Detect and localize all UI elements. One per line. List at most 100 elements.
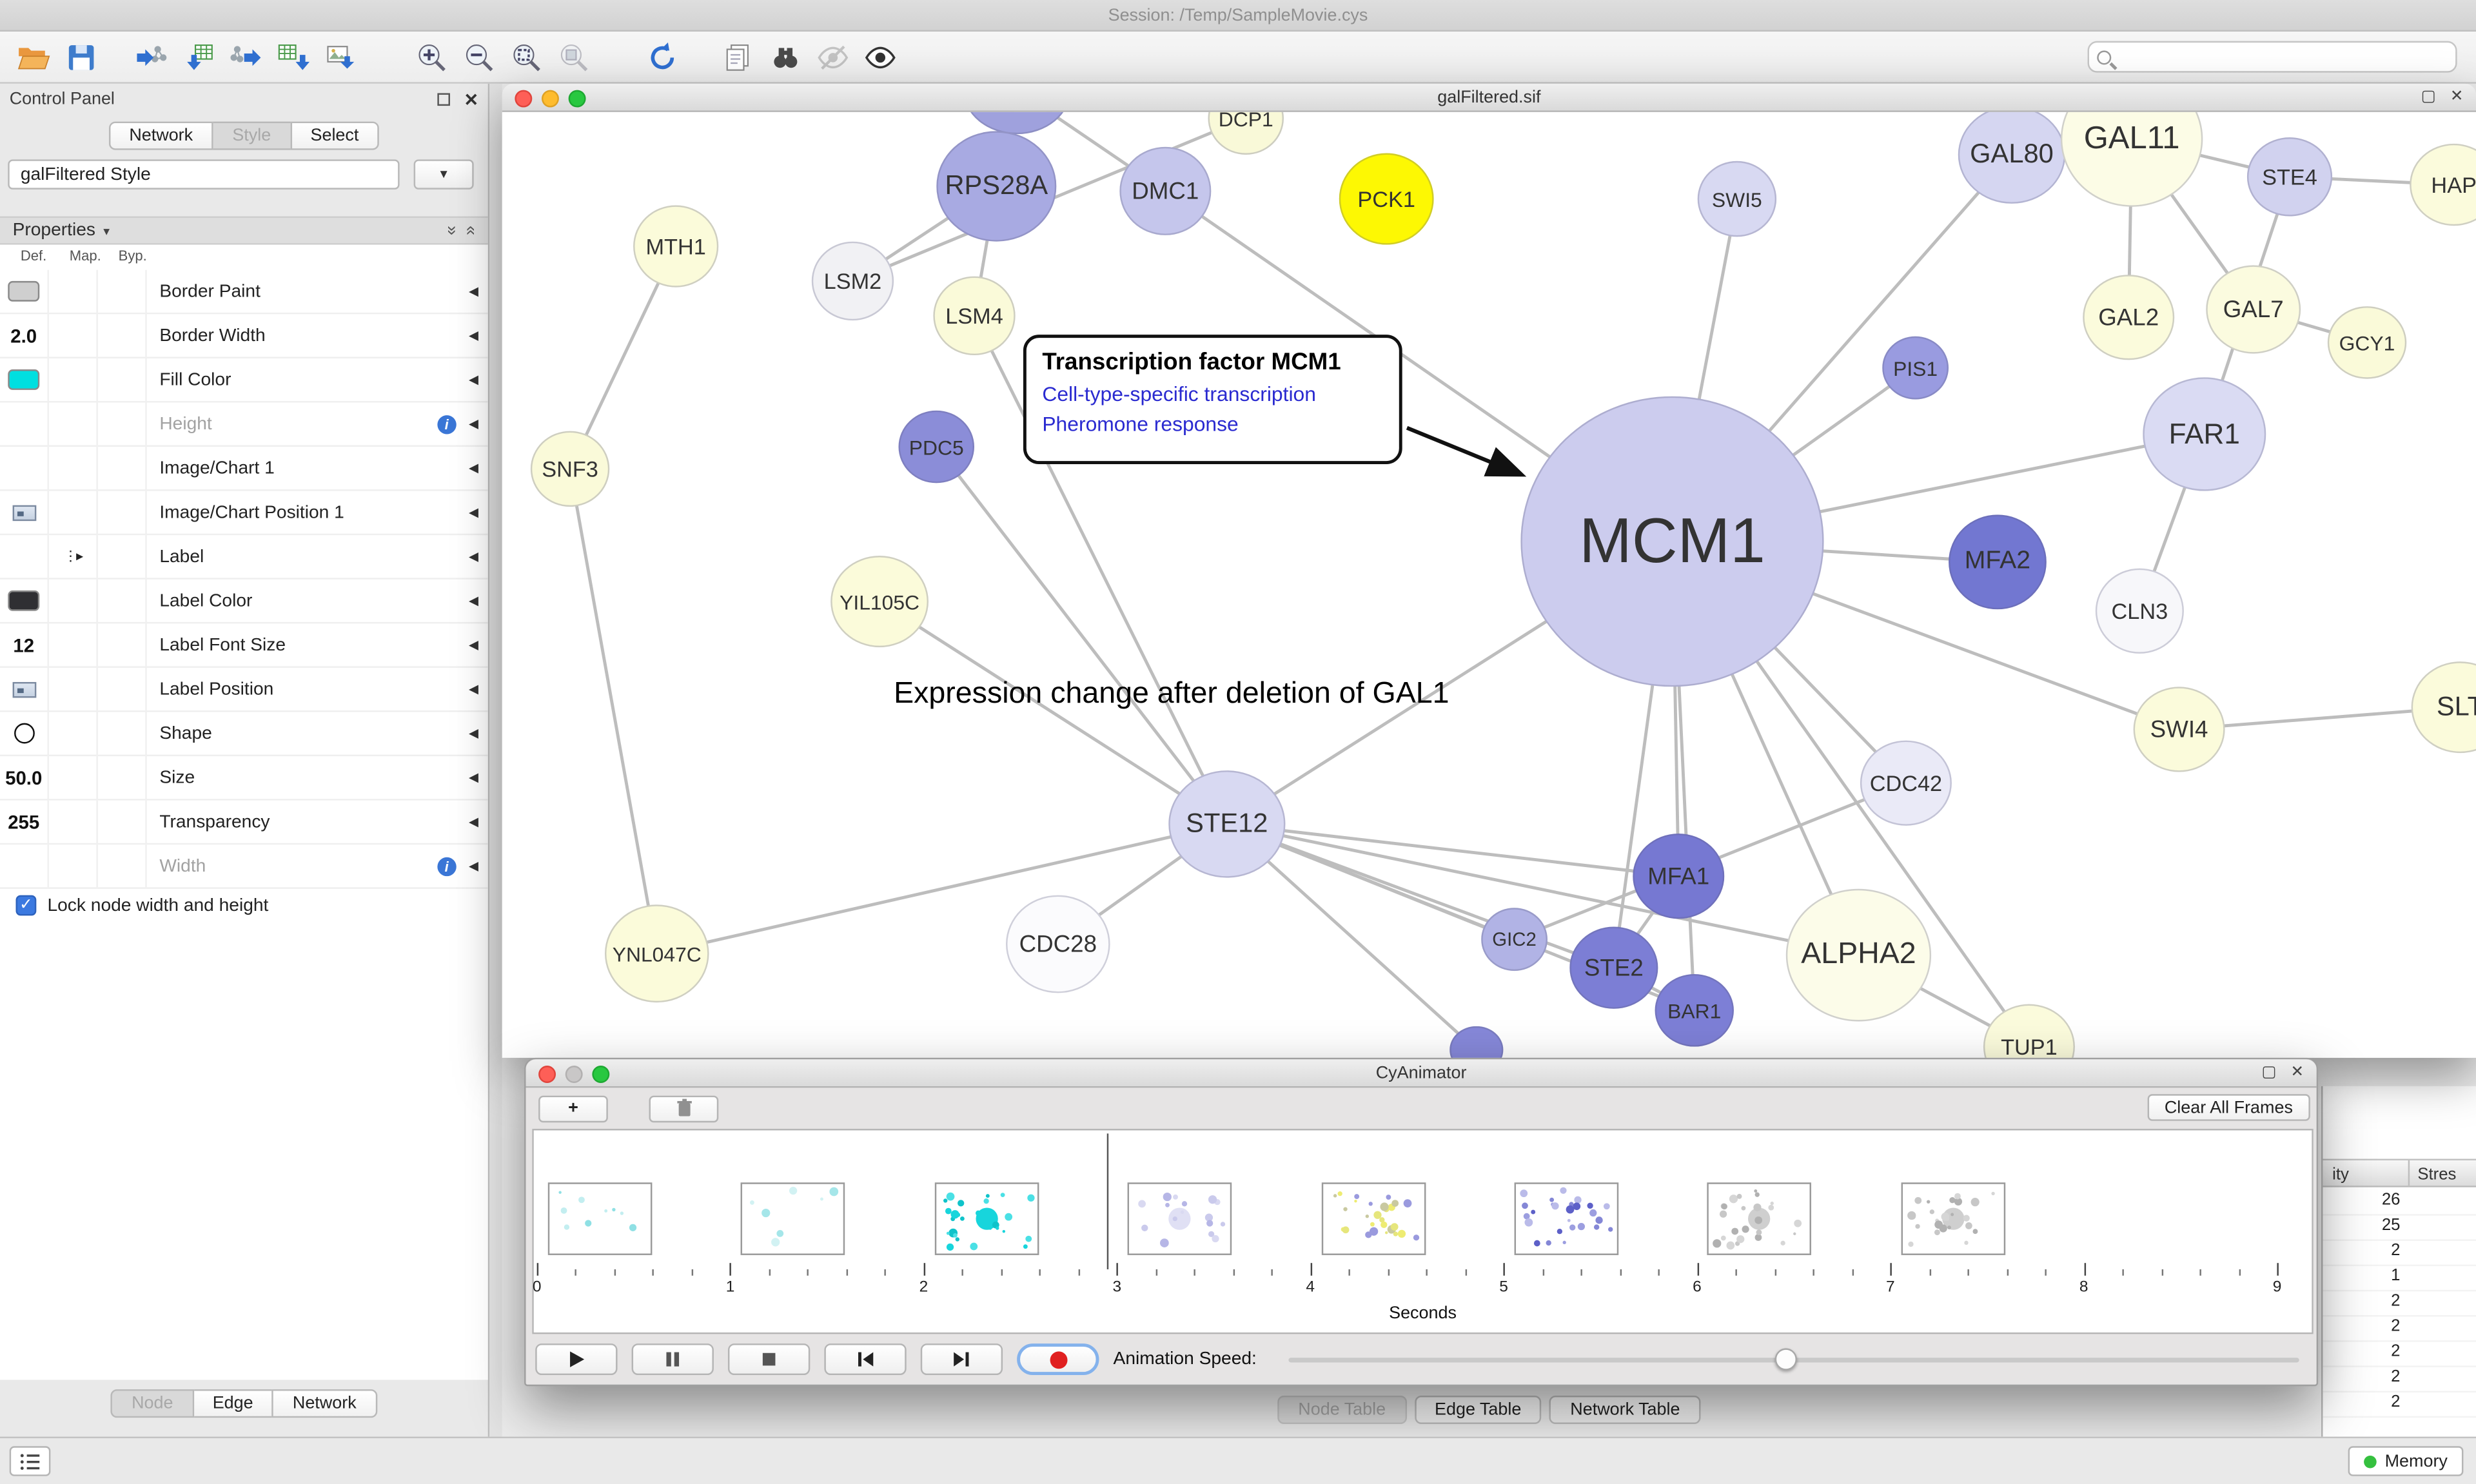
close-panel-icon[interactable]: ✕ [464, 90, 479, 110]
add-frame-button[interactable]: + [538, 1095, 608, 1122]
network-node-mfa2[interactable]: MFA2 [1949, 514, 2047, 610]
network-node-rps28a[interactable]: RPS28A [936, 131, 1057, 242]
expand-arrow-icon[interactable]: ◀ [468, 372, 479, 387]
network-node-bar1[interactable]: BAR1 [1655, 974, 1734, 1047]
close-window-icon[interactable] [515, 90, 533, 108]
close-window-icon[interactable] [538, 1066, 556, 1084]
expand-arrow-icon[interactable]: ◀ [468, 461, 479, 476]
detach-window-icon[interactable]: ▢ [2421, 88, 2436, 106]
info-icon[interactable]: i [437, 414, 457, 434]
network-node-pis1[interactable]: PIS1 [1882, 336, 1949, 400]
property-row-border-paint[interactable]: Border Paint◀ [0, 269, 488, 315]
record-button[interactable] [1017, 1343, 1099, 1376]
duplicate-view-icon[interactable] [714, 36, 761, 77]
first-neighbors-icon[interactable] [761, 36, 808, 77]
table-cell[interactable]: 26 [2323, 1191, 2476, 1216]
network-node-dcp1[interactable]: DCP1 [1208, 112, 1284, 155]
expand-arrow-icon[interactable]: ◀ [468, 638, 479, 652]
expand-arrow-icon[interactable]: ◀ [468, 328, 479, 343]
checkbox-checked-icon[interactable]: ✓ [15, 895, 37, 916]
zoom-selected-icon[interactable] [549, 36, 596, 77]
import-table-icon[interactable] [173, 36, 221, 77]
network-node-swi5[interactable]: SWI5 [1697, 161, 1777, 237]
minimize-window-icon[interactable] [565, 1066, 583, 1084]
property-row-label[interactable]: ⋮▸Label◀ [0, 534, 488, 580]
pause-button[interactable] [631, 1343, 714, 1376]
network-node-hap[interactable]: HAP [2410, 143, 2476, 226]
network-node-snf3[interactable]: SNF3 [530, 431, 610, 507]
export-image-icon[interactable] [316, 36, 363, 77]
tab-network-style[interactable]: Network [272, 1389, 377, 1418]
show-all-icon[interactable] [856, 36, 903, 77]
fit-content-icon[interactable] [502, 36, 549, 77]
property-row-image-chart-position-1[interactable]: Image/Chart Position 1◀ [0, 490, 488, 536]
network-canvas[interactable]: Transcription factor MCM1 Cell-type-spec… [502, 112, 2476, 1058]
network-node-tup1[interactable]: TUP1 [1983, 1004, 2075, 1058]
network-node-alpha2[interactable]: ALPHA2 [1785, 888, 1932, 1022]
clear-all-frames-button[interactable]: Clear All Frames [2147, 1094, 2310, 1121]
network-node-pdc5[interactable]: PDC5 [898, 410, 975, 483]
last-frame-button[interactable] [920, 1343, 1003, 1376]
frame-thumbnail-1[interactable] [741, 1182, 846, 1255]
table-cell[interactable]: 2 [2323, 1241, 2476, 1267]
table-header-row[interactable]: ity Stres [2323, 1158, 2476, 1187]
table-cell[interactable]: 2 [2323, 1342, 2476, 1367]
frame-thumbnail-7[interactable] [1901, 1182, 2005, 1255]
frame-thumbnail-6[interactable] [1707, 1182, 1812, 1255]
zoom-in-icon[interactable] [408, 36, 455, 77]
network-node-cln3[interactable]: CLN3 [2095, 568, 2184, 654]
memory-button[interactable]: Memory [2348, 1446, 2464, 1476]
close-view-icon[interactable]: ✕ [2450, 88, 2464, 106]
tab-network[interactable]: Network [108, 121, 213, 150]
frame-thumbnail-3[interactable] [1128, 1182, 1232, 1255]
tab-node-style[interactable]: Node [111, 1389, 194, 1418]
export-table-icon[interactable] [268, 36, 315, 77]
tab-network-table[interactable]: Network Table [1549, 1395, 1701, 1424]
table-cell[interactable]: 2 [2323, 1392, 2476, 1418]
network-node-mth1[interactable]: MTH1 [633, 205, 719, 288]
network-node-cdc28[interactable]: CDC28 [1006, 895, 1110, 993]
network-node-swi4[interactable]: SWI4 [2133, 687, 2225, 772]
network-node-gic2[interactable]: GIC2 [1481, 908, 1548, 971]
zoom-out-icon[interactable] [455, 36, 502, 77]
tab-select[interactable]: Select [290, 121, 380, 150]
expand-arrow-icon[interactable]: ◀ [468, 284, 479, 298]
network-node-gal80[interactable]: GAL80 [1958, 112, 2066, 204]
cyanimator-titlebar[interactable]: CyAnimator ▢ ✕ [526, 1059, 2317, 1088]
expand-arrow-icon[interactable]: ◀ [468, 770, 479, 785]
panel-menu-icon[interactable] [9, 1446, 51, 1476]
panel-splitter[interactable] [489, 83, 502, 1437]
expand-arrow-icon[interactable]: ◀ [468, 416, 479, 431]
property-row-fill-color[interactable]: Fill Color◀ [0, 357, 488, 403]
network-node-dmc1[interactable]: DMC1 [1119, 146, 1212, 235]
tab-edge-style[interactable]: Edge [193, 1389, 273, 1418]
property-row-label-position[interactable]: Label Position◀ [0, 667, 488, 712]
annotation-link-2[interactable]: Pheromone response [1042, 411, 1239, 436]
stop-button[interactable] [727, 1343, 811, 1376]
expand-arrow-icon[interactable]: ◀ [468, 726, 479, 741]
network-window-titlebar[interactable]: galFiltered.sif ▢ ✕ [502, 83, 2476, 112]
network-node-gal2[interactable]: GAL2 [2083, 275, 2175, 360]
network-node-gcy1[interactable]: GCY1 [2327, 306, 2407, 379]
frame-thumbnail-0[interactable] [547, 1182, 653, 1255]
expand-arrow-icon[interactable]: ◀ [468, 505, 479, 520]
slider-thumb[interactable] [1774, 1348, 1797, 1371]
network-node-ste12[interactable]: STE12 [1168, 770, 1286, 878]
close-view-icon[interactable]: ✕ [2290, 1064, 2304, 1082]
annotation-link-1[interactable]: Cell-type-specific transcription [1042, 382, 1316, 406]
open-session-icon[interactable] [10, 36, 57, 77]
frame-thumbnail-2[interactable] [934, 1182, 1039, 1255]
tab-style[interactable]: Style [213, 121, 290, 150]
import-network-icon[interactable] [126, 36, 173, 77]
table-cell[interactable]: 2 [2323, 1291, 2476, 1317]
animation-speed-slider[interactable] [1288, 1348, 2299, 1371]
network-node-mfa1[interactable]: MFA1 [1633, 834, 1725, 919]
network-node-cdc42[interactable]: CDC42 [1860, 740, 1952, 826]
save-session-icon[interactable] [57, 36, 104, 77]
table-cell[interactable]: 25 [2323, 1216, 2476, 1241]
